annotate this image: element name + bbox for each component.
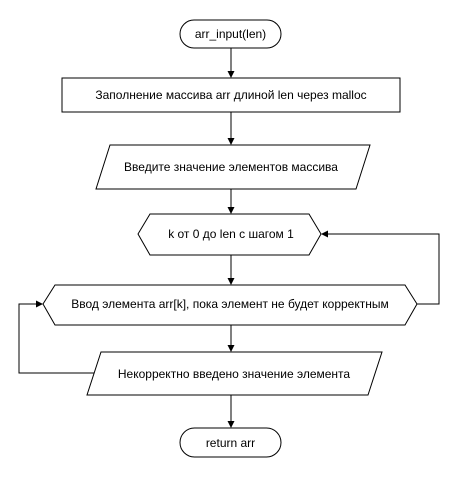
start-label: arr_input(len)	[195, 27, 266, 41]
edge-loopback-input-to-loop	[327, 233, 440, 305]
arrowhead	[321, 230, 328, 238]
arrowhead	[227, 278, 235, 285]
io-shape	[95, 144, 371, 190]
end-label: return arr	[206, 436, 255, 450]
prompt-label: Введите значение элементов массива	[124, 160, 338, 174]
malloc-process-node: Заполнение массива arr длиной len через …	[61, 77, 401, 113]
input-label: Ввод элемента arr[k], пока элемент не бу…	[71, 297, 388, 311]
loop-label: k от 0 до len с шагом 1	[168, 227, 294, 241]
loop-shape	[137, 213, 322, 256]
edge-retry-error-to-input	[18, 303, 94, 374]
arrowhead	[227, 345, 235, 352]
process-shape	[61, 77, 401, 113]
end-node: return arr	[179, 427, 282, 458]
arrowhead	[227, 138, 235, 145]
prompt-io-node: Введите значение элементов массива	[95, 144, 371, 190]
start-node: arr_input(len)	[179, 19, 282, 49]
arrowhead	[36, 300, 43, 308]
malloc-label: Заполнение массива arr длиной len через …	[95, 88, 366, 102]
error-io-node: Некорректно введено значение элемента	[86, 351, 383, 396]
arrowhead	[227, 71, 235, 78]
error-label: Некорректно введено значение элемента	[118, 367, 351, 381]
edges	[18, 48, 440, 428]
arrowhead	[227, 421, 235, 428]
arrowhead	[227, 207, 235, 214]
loop-node: k от 0 до len с шагом 1	[137, 213, 322, 256]
input-shape	[42, 284, 418, 326]
input-element-node: Ввод элемента arr[k], пока элемент не бу…	[42, 284, 418, 326]
terminator-shape	[179, 427, 282, 458]
io-shape	[86, 351, 383, 396]
terminator-shape	[179, 19, 282, 49]
